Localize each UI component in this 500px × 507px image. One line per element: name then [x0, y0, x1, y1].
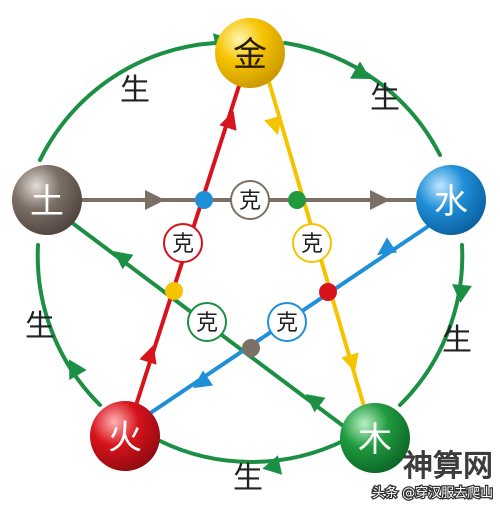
generate-label-metal-water: 生 — [370, 81, 400, 116]
arrowhead-to-wood — [452, 284, 472, 303]
watermark: 神算网 头条 @穿汉服去爬山 — [371, 449, 495, 502]
arrowhead-earth-water-1 — [145, 190, 165, 210]
arrowhead-metal-wood-2 — [341, 352, 359, 373]
arrowhead-wood-earth-2 — [113, 251, 134, 270]
element-water: 水 — [416, 165, 486, 235]
svg-text:木: 木 — [358, 420, 392, 460]
arrowhead-fire-metal-2 — [219, 110, 237, 131]
svg-text:水: 水 — [434, 182, 468, 222]
arrowhead-to-earth — [69, 359, 87, 380]
intersection-dot-green — [288, 191, 306, 209]
overcome-arrowheads — [113, 110, 398, 413]
watermark-text: 头条 @穿汉服去爬山 — [372, 485, 493, 501]
arrowhead-metal-wood-1 — [264, 115, 282, 136]
element-metal: 金 — [215, 18, 285, 88]
watermark-prefix: 头条 — [372, 485, 398, 501]
svg-text:金: 金 — [233, 35, 267, 75]
arrowhead-water-fire-1 — [377, 237, 398, 256]
element-fire: 火 — [90, 401, 160, 471]
overcome-label-water-fire: 克 — [267, 302, 307, 342]
generate-label-earth-metal: 生 — [120, 73, 150, 108]
watermark-handle: @穿汉服去爬山 — [402, 485, 493, 501]
arrowhead-fire-metal-1 — [139, 344, 157, 365]
overcome-label-earth-water: 克 — [230, 180, 270, 220]
generate-arc-water-wood — [398, 243, 465, 407]
svg-text:克: 克 — [239, 189, 261, 214]
generate-arc-wood-fire — [156, 438, 347, 464]
generate-label-water-wood: 生 — [442, 323, 472, 358]
generate-label-fire-earth: 生 — [25, 309, 55, 344]
overcome-labels: 克 克 克 克 克 — [163, 180, 332, 342]
arrowhead-water-fire-2 — [193, 370, 214, 389]
intersection-dots — [165, 191, 337, 357]
arrowhead-earth-water-2 — [370, 190, 390, 210]
svg-text:克: 克 — [196, 311, 218, 336]
element-earth: 土 — [12, 165, 82, 235]
generate-arc-fire-earth — [35, 243, 102, 407]
svg-text:克: 克 — [276, 311, 298, 336]
generate-label-wood-fire: 生 — [233, 461, 263, 496]
element-wood: 木 — [340, 403, 410, 473]
overcome-label-fire-metal: 克 — [163, 223, 203, 263]
generate-labels: 生 生 生 生 生 — [25, 73, 472, 496]
arrowhead-to-water — [350, 61, 371, 79]
watermark-brush-logo: 神算网 — [403, 449, 493, 484]
overcome-label-metal-wood: 克 — [292, 223, 332, 263]
intersection-dot-yellow — [165, 282, 183, 300]
svg-text:火: 火 — [108, 418, 142, 458]
overcome-label-wood-earth: 克 — [187, 302, 227, 342]
svg-text:土: 土 — [30, 182, 64, 222]
intersection-dot-gray — [242, 339, 260, 357]
arrowhead-to-fire — [262, 455, 283, 475]
arrowhead-wood-earth-1 — [305, 394, 326, 413]
intersection-dot-blue — [195, 191, 213, 209]
generate-arc-earth-metal — [38, 41, 217, 162]
generate-arc-metal-water — [283, 41, 442, 157]
svg-text:克: 克 — [301, 232, 323, 257]
svg-text:克: 克 — [172, 232, 194, 257]
generate-cycle — [35, 41, 465, 464]
intersection-dot-red — [319, 283, 337, 301]
